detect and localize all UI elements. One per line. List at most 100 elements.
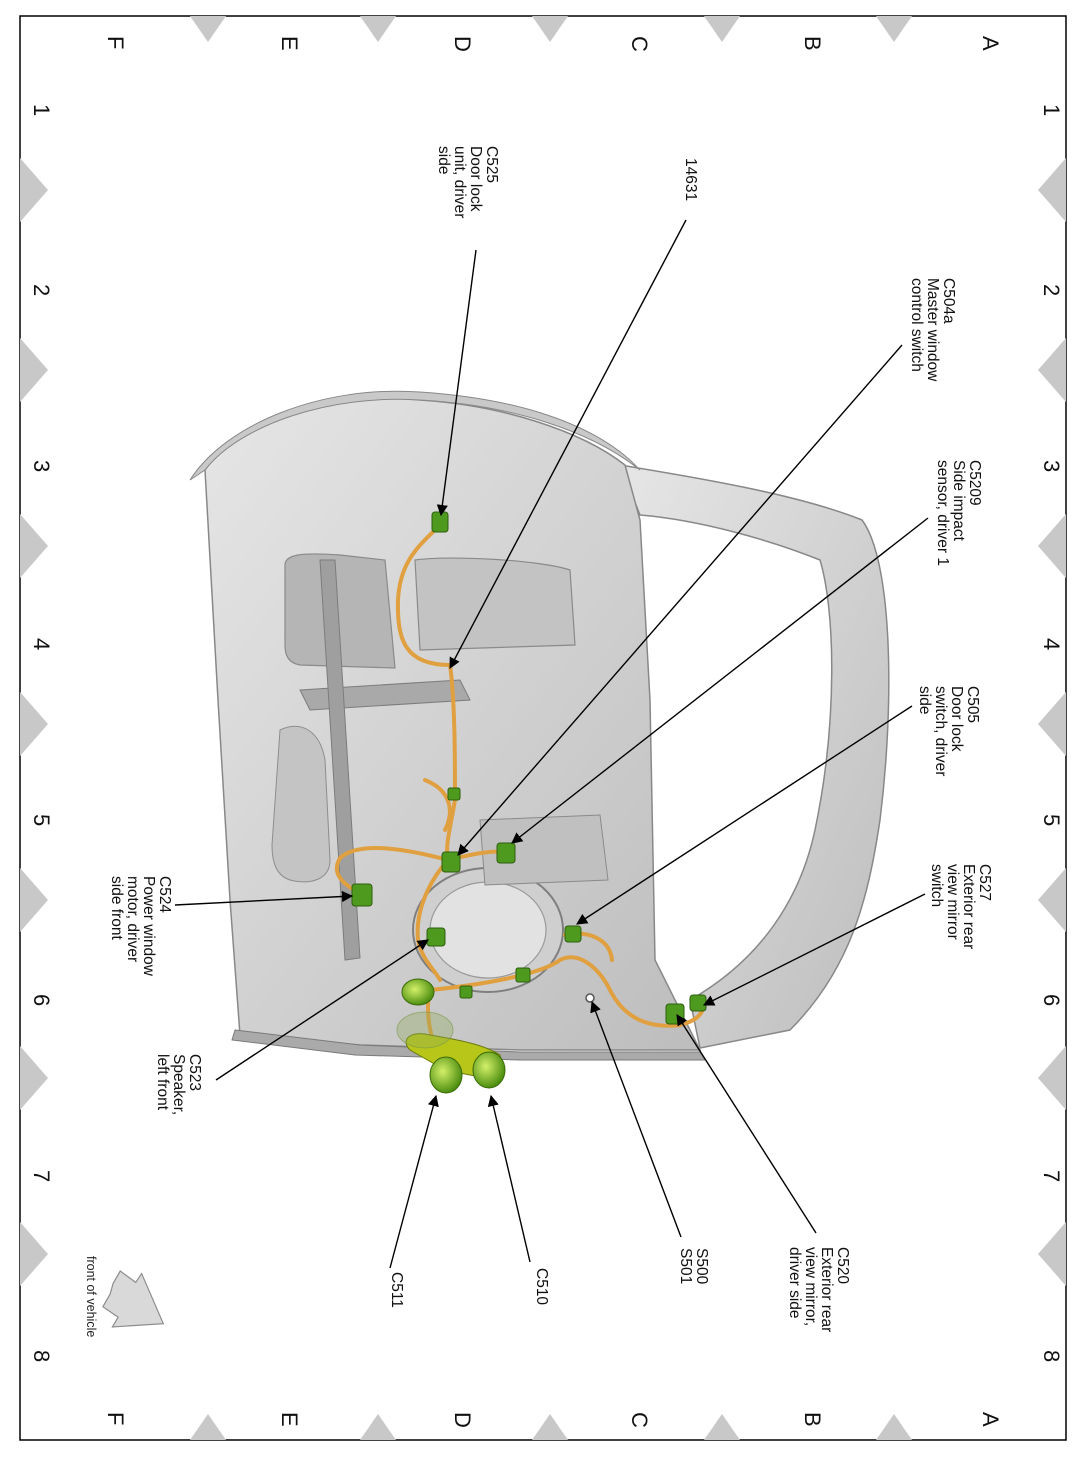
leader-lines	[174, 219, 929, 1269]
connector-c523	[426, 927, 446, 947]
svg-text:Door lock: Door lock	[948, 686, 965, 752]
speaker-opening-inner	[429, 881, 547, 979]
svg-text:side front: side front	[108, 876, 125, 940]
svg-text:side: side	[916, 686, 933, 714]
callout-14631: 14631	[682, 158, 699, 201]
grid-row-e-bottom: E	[277, 1412, 302, 1427]
svg-text:Door lock: Door lock	[467, 146, 484, 212]
callout-s500-s501: S500 S501	[677, 1248, 710, 1285]
grid-col-5-left: 5	[29, 814, 54, 826]
grommet-translucent	[396, 1011, 454, 1049]
grid-col-3-left: 3	[29, 460, 54, 472]
grid-col-7-right: 7	[1039, 1170, 1064, 1182]
svg-text:S500: S500	[693, 1248, 710, 1285]
connector-c527	[689, 994, 707, 1012]
svg-text:switch: switch	[928, 864, 945, 907]
connector-c525	[431, 511, 449, 533]
leader-c511	[389, 1094, 439, 1269]
svg-text:sensor, driver 1: sensor, driver 1	[934, 460, 951, 566]
callout-c504a: C504a Master window control switch	[908, 278, 957, 382]
connector-c511-body	[429, 1056, 463, 1094]
grid-col-2-right: 2	[1039, 284, 1064, 296]
grid-row-f-bottom: F	[103, 1412, 128, 1425]
grid-row-f-top: F	[103, 36, 128, 49]
svg-text:C527: C527	[976, 864, 993, 901]
grid-col-5-right: 5	[1039, 814, 1064, 826]
connector-inline-3	[447, 787, 461, 801]
grid-col-8-left: 8	[29, 1350, 54, 1362]
window-regulator-rail-2	[319, 559, 361, 961]
grid-col-4-right: 4	[1039, 638, 1064, 650]
grid-row-labels-top: A B C D E F	[103, 36, 1003, 52]
leader-c504a	[457, 344, 903, 856]
grid-col-1-right: 1	[1039, 104, 1064, 116]
svg-text:C520: C520	[834, 1247, 851, 1284]
grid-col-2-left: 2	[29, 284, 54, 296]
grommet-upper	[401, 978, 435, 1006]
connector-c524	[351, 883, 373, 907]
callout-labels: C525 Door lock unit, driver side 14631 C…	[108, 146, 993, 1332]
front-arrow-icon	[102, 1270, 165, 1328]
connector-c510-body	[472, 1051, 506, 1089]
svg-text:C504a: C504a	[940, 278, 957, 324]
grid-row-a-top: A	[978, 36, 1003, 51]
grid-col-6-right: 6	[1039, 994, 1064, 1006]
body-grommet	[396, 978, 506, 1094]
connector-c505	[564, 925, 582, 943]
callout-c505: C505 Door lock switch, driver side	[916, 686, 981, 776]
svg-text:C510: C510	[533, 1268, 550, 1305]
door-upper-cutout-2	[414, 557, 576, 651]
leader-s500-s501	[590, 1000, 682, 1238]
grid-markers	[20, 16, 1066, 1440]
splice-s500-s501	[585, 993, 595, 1003]
leader-c5209	[511, 517, 929, 844]
callout-c5209: C5209 Side impact sensor, driver 1	[934, 460, 983, 566]
callout-c527: C527 Exterior rear view mirror switch	[928, 864, 993, 949]
leader-14631	[449, 219, 687, 669]
leader-c525	[436, 249, 477, 517]
leader-c524	[174, 890, 354, 906]
grid-col-7-left: 7	[29, 1170, 54, 1182]
callout-c510: C510	[533, 1268, 550, 1305]
grid-row-d-top: D	[450, 36, 475, 52]
svg-text:Exterior rear: Exterior rear	[960, 864, 977, 949]
grid-row-c-bottom: C	[627, 1412, 652, 1428]
svg-text:left front: left front	[154, 1054, 171, 1111]
svg-text:control switch: control switch	[908, 278, 925, 372]
svg-text:side: side	[435, 146, 452, 174]
grid-col-6-left: 6	[29, 994, 54, 1006]
svg-text:C505: C505	[964, 686, 981, 723]
grid-row-labels-bottom: A B C D E F	[103, 1412, 1003, 1428]
door-outer-flange	[189, 390, 641, 481]
grid-col-3-right: 3	[1039, 460, 1064, 472]
connector-c504a	[441, 851, 461, 873]
grid-column-labels-right: 1 2 3 4 5 6 7 8	[1039, 104, 1064, 1362]
grid-row-b-top: B	[800, 36, 825, 51]
grid-row-b-bottom: B	[800, 1412, 825, 1427]
svg-text:C5209: C5209	[966, 460, 983, 506]
svg-text:view mirror,: view mirror,	[802, 1247, 819, 1326]
door-upper-cutout	[284, 553, 396, 669]
connector-c5209	[496, 842, 516, 864]
svg-text:C511: C511	[388, 1272, 405, 1308]
callout-c520: C520 Exterior rear view mirror, driver s…	[786, 1247, 851, 1332]
harness-branch-window-motor	[334, 846, 450, 897]
grid-row-e-top: E	[277, 36, 302, 51]
svg-text:switch, driver: switch, driver	[932, 686, 949, 776]
svg-text:Exterior rear: Exterior rear	[818, 1247, 835, 1332]
svg-text:S501: S501	[677, 1248, 694, 1284]
svg-text:Side impact: Side impact	[950, 460, 967, 542]
grid-row-c-top: C	[627, 36, 652, 52]
grid-row-a-bottom: A	[978, 1412, 1003, 1427]
svg-text:C525: C525	[483, 146, 500, 183]
callout-c525: C525 Door lock unit, driver side	[435, 146, 500, 218]
leader-c510	[487, 1094, 531, 1263]
callout-c523: C523 Speaker, left front	[154, 1054, 203, 1115]
leader-c520	[676, 1014, 817, 1234]
svg-text:motor, driver: motor, driver	[124, 876, 141, 962]
grid-row-d-bottom: D	[450, 1412, 475, 1428]
grid-col-1-left: 1	[29, 104, 54, 116]
svg-text:Master window: Master window	[924, 278, 941, 382]
leader-c505	[576, 705, 913, 925]
